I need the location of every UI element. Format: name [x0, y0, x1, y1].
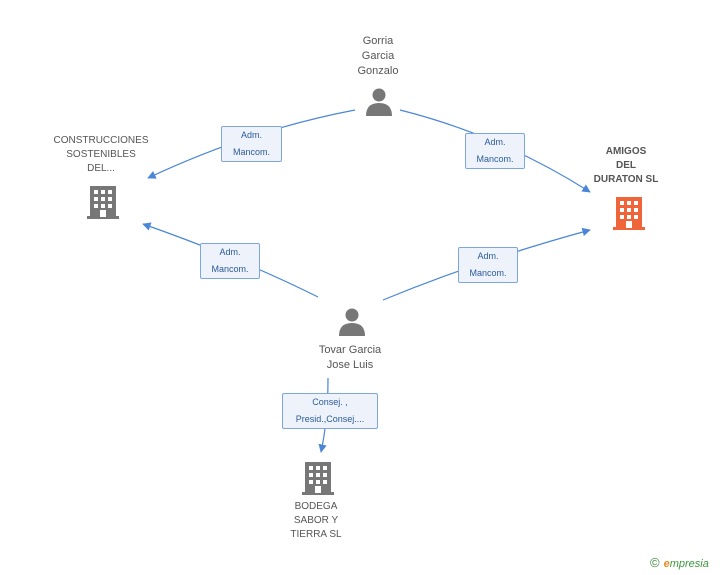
role-line: Consej. , [312, 397, 348, 407]
copyright-symbol: © [650, 555, 660, 570]
node-label-tovar[interactable]: Tovar Garcia Jose Luis [300, 343, 400, 373]
building-icon[interactable] [613, 195, 645, 231]
node-label-gorria[interactable]: Gorria Garcia Gonzalo [340, 34, 416, 79]
role-box-tovar-bodega[interactable]: Consej. , Presid.,Consej.... [282, 393, 378, 429]
role-line: Adm. [219, 247, 241, 257]
person-icon[interactable] [364, 87, 394, 117]
node-label-line: Gorria [362, 35, 394, 47]
node-label-line: SABOR Y [293, 515, 339, 526]
role-line: Presid.,Consej.... [295, 414, 365, 424]
node-label-bodega[interactable]: BODEGA SABOR Y TIERRA SL [266, 500, 366, 542]
role-box-gorria-amigos[interactable]: Adm. Mancom. [465, 133, 525, 169]
role-box-gorria-construcciones[interactable]: Adm. Mancom. [221, 126, 282, 162]
role-line: Adm. [477, 251, 499, 261]
node-label-line: SOSTENIBLES [66, 149, 136, 160]
node-label-line: Gonzalo [357, 65, 399, 77]
brand-initial: e [663, 558, 670, 570]
role-line: Mancom. [232, 147, 270, 157]
role-line: Adm. [240, 130, 262, 140]
role-line: Mancom. [211, 264, 249, 274]
node-label-line: Jose Luis [326, 359, 374, 371]
node-label-line: BODEGA [294, 501, 338, 512]
building-icon[interactable] [87, 184, 119, 220]
node-label-line: AMIGOS [605, 146, 647, 157]
role-line: Mancom. [476, 154, 514, 164]
person-icon[interactable] [337, 307, 367, 337]
node-label-line: DEL... [87, 163, 115, 174]
role-line: Adm. [484, 137, 506, 147]
node-label-line: DURATON SL [593, 174, 659, 185]
node-label-line: Tovar Garcia [318, 344, 382, 356]
node-label-amigos[interactable]: AMIGOS DEL DURATON SL [576, 145, 676, 187]
building-icon[interactable] [302, 460, 334, 496]
node-label-line: DEL [616, 160, 636, 171]
role-line: Mancom. [469, 268, 507, 278]
role-box-tovar-construcciones[interactable]: Adm. Mancom. [200, 243, 260, 279]
node-label-line: Garcia [361, 50, 395, 62]
brand-name: mpresia [669, 558, 709, 570]
node-label-construcciones[interactable]: CONSTRUCCIONES SOSTENIBLES DEL... [46, 134, 156, 176]
role-box-tovar-amigos[interactable]: Adm. Mancom. [458, 247, 518, 283]
node-label-line: CONSTRUCCIONES [53, 135, 149, 146]
node-label-line: TIERRA SL [290, 529, 342, 540]
footer-brand: ©empresia [650, 555, 709, 570]
